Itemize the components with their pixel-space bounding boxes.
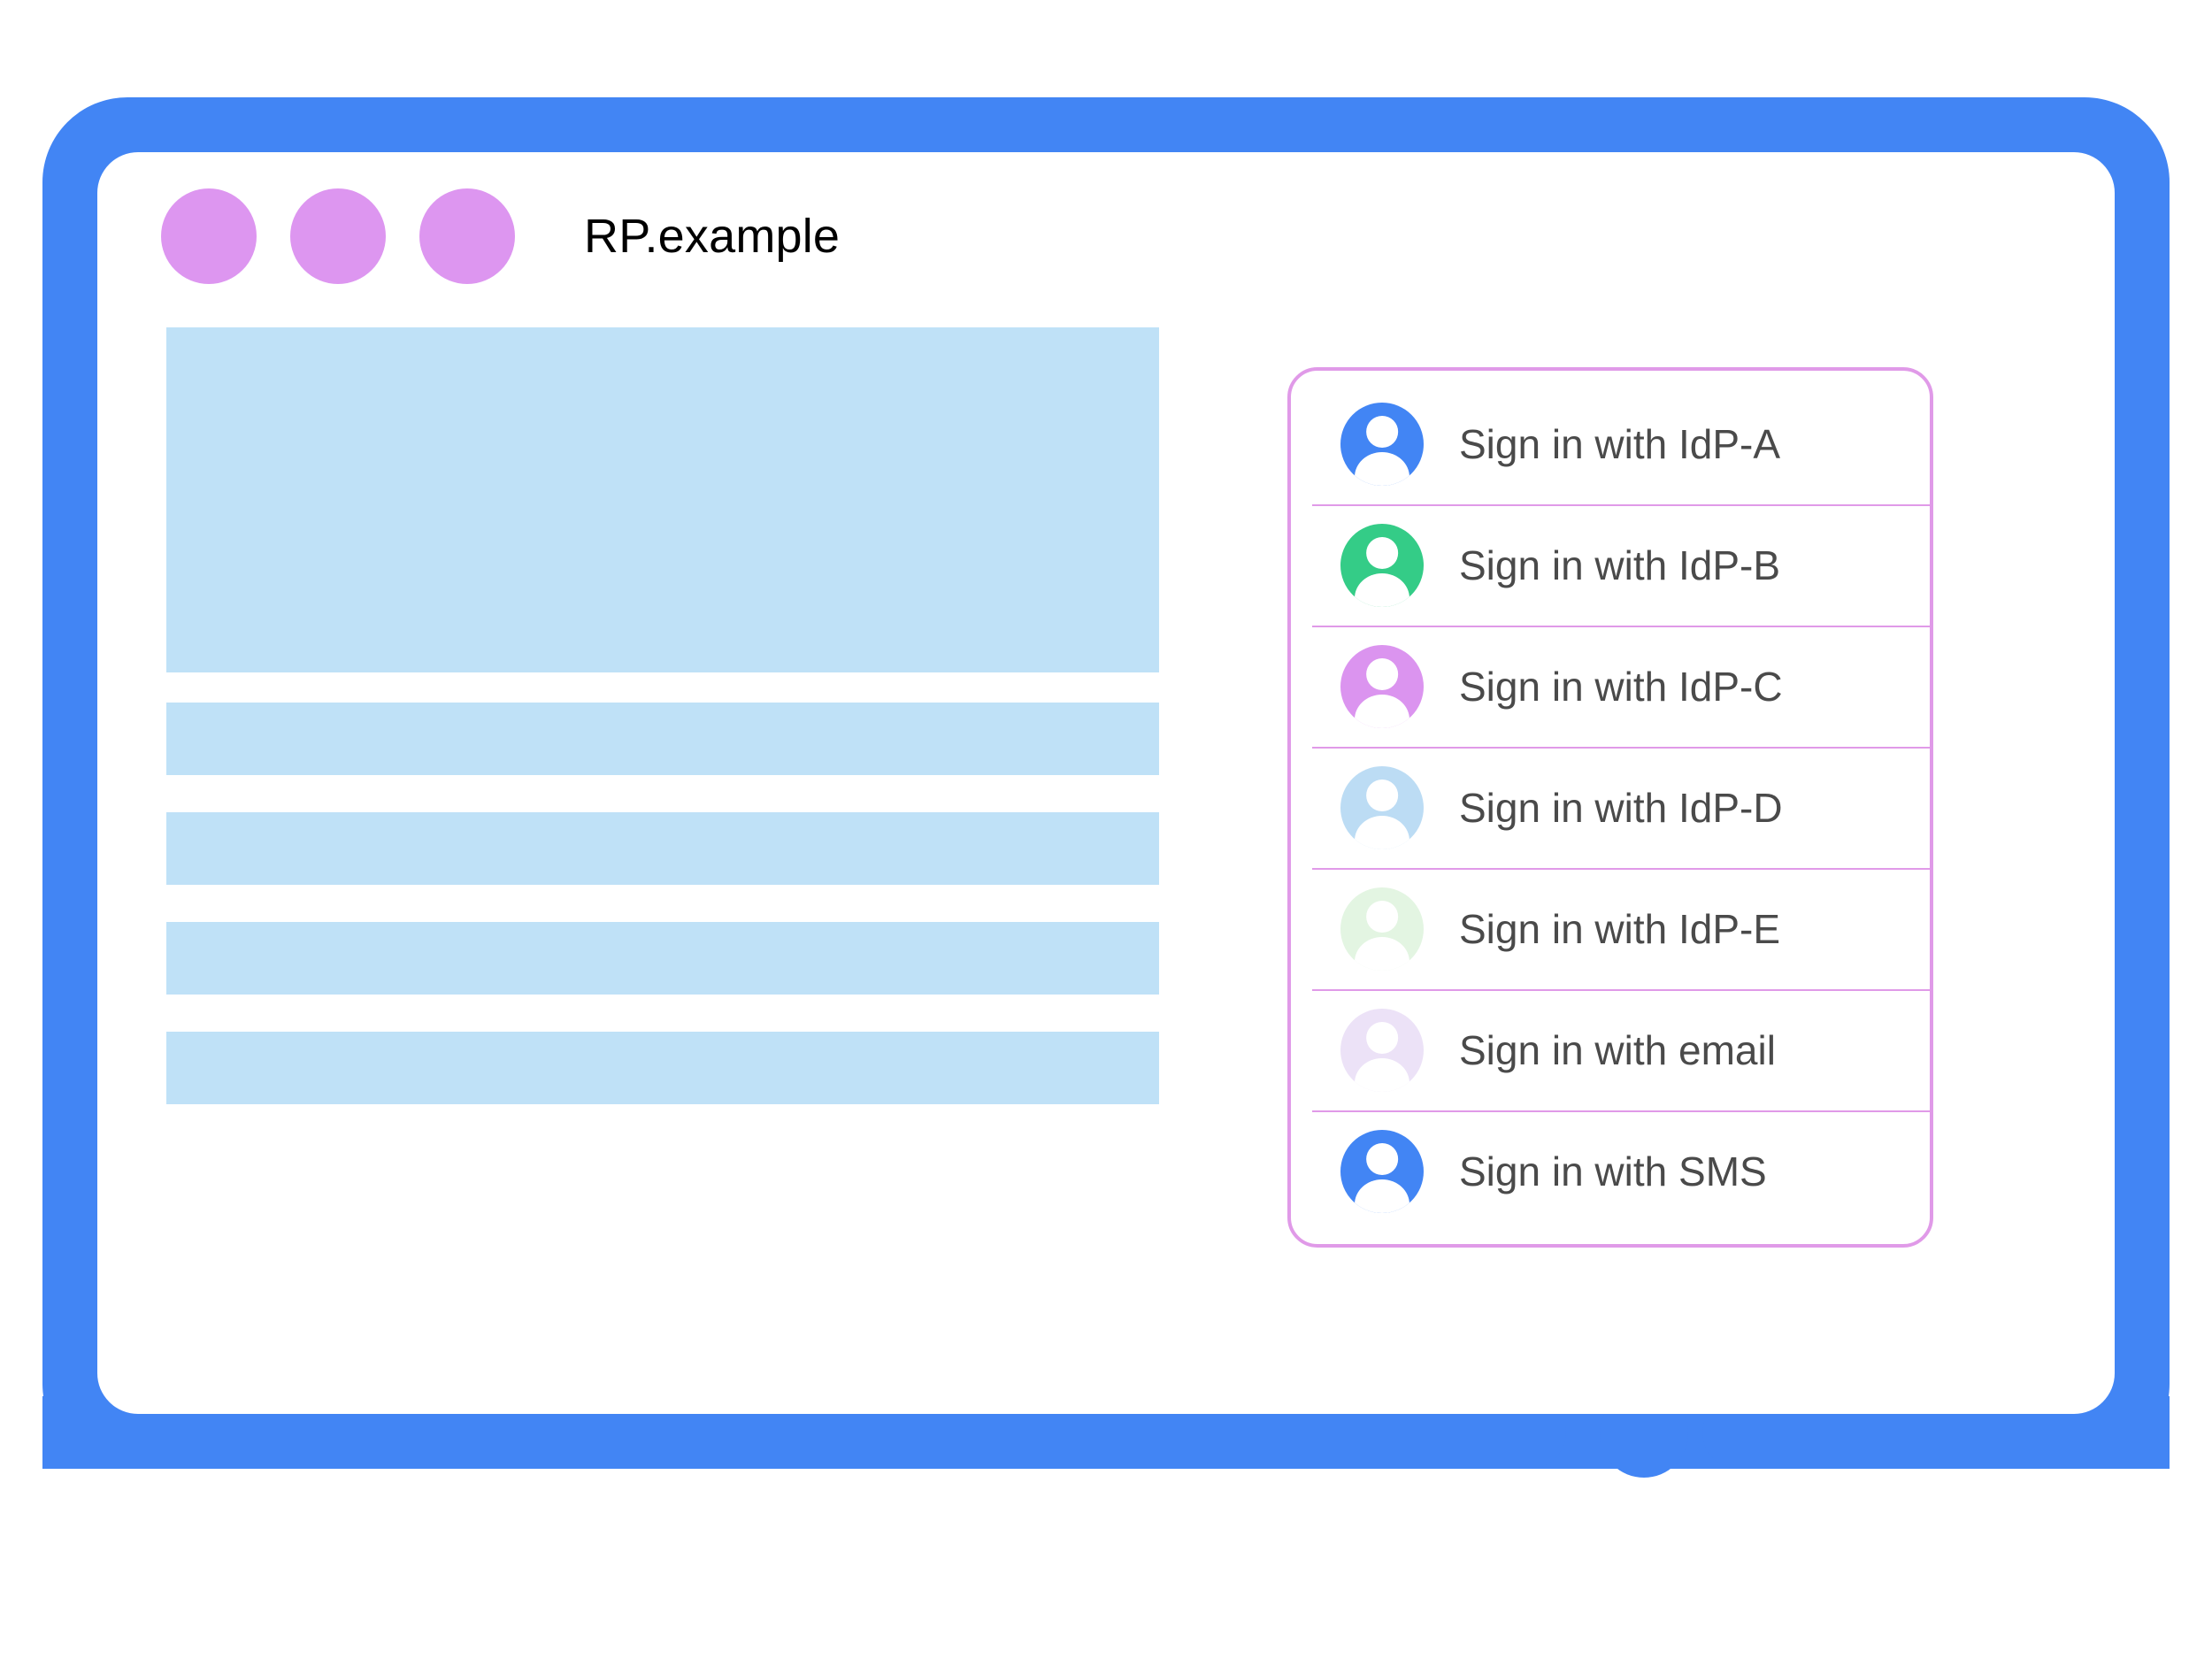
window-dot-2[interactable] [290,188,386,284]
skeleton-bar-1 [166,703,1159,775]
skeleton-bar-4 [166,1032,1159,1104]
signin-option-label: Sign in with email [1459,1026,1776,1073]
person-avatar-icon [1340,887,1424,971]
signin-option-sms[interactable]: Sign in with SMS [1291,1110,1930,1232]
signin-option-label: Sign in with IdP-B [1459,541,1781,588]
content-skeleton [166,327,1159,1104]
window-dot-1[interactable] [161,188,257,284]
signin-option-idp-b[interactable]: Sign in with IdP-B [1291,504,1930,626]
signin-option-label: Sign in with IdP-E [1459,905,1781,952]
window-dot-3[interactable] [419,188,515,284]
person-avatar-icon [1340,765,1424,849]
signin-option-label: Sign in with SMS [1459,1148,1767,1194]
signin-option-email[interactable]: Sign in with email [1291,989,1930,1110]
signin-option-idp-a[interactable]: Sign in with IdP-A [1291,383,1930,504]
person-avatar-icon [1340,402,1424,486]
skeleton-hero [166,327,1159,672]
signin-option-idp-d[interactable]: Sign in with IdP-D [1291,747,1930,868]
person-avatar-icon [1340,1129,1424,1213]
window-titlebar: RP.example [97,152,2115,320]
signin-option-label: Sign in with IdP-C [1459,663,1783,710]
person-avatar-icon [1340,1008,1424,1092]
skeleton-bar-2 [166,812,1159,885]
person-avatar-icon [1340,523,1424,607]
person-avatar-icon [1340,644,1424,728]
skeleton-bar-3 [166,922,1159,995]
page-title: RP.example [584,210,841,263]
signin-option-idp-c[interactable]: Sign in with IdP-C [1291,626,1930,747]
device-frame: RP.example Sign in with IdP-A Sign i [42,97,2170,1531]
signin-option-label: Sign in with IdP-D [1459,784,1783,831]
signin-option-label: Sign in with IdP-A [1459,420,1781,467]
device-screen: RP.example Sign in with IdP-A Sign i [97,152,2115,1414]
signin-option-idp-e[interactable]: Sign in with IdP-E [1291,868,1930,989]
signin-chooser-panel: Sign in with IdP-A Sign in with IdP-B Si… [1287,367,1933,1248]
